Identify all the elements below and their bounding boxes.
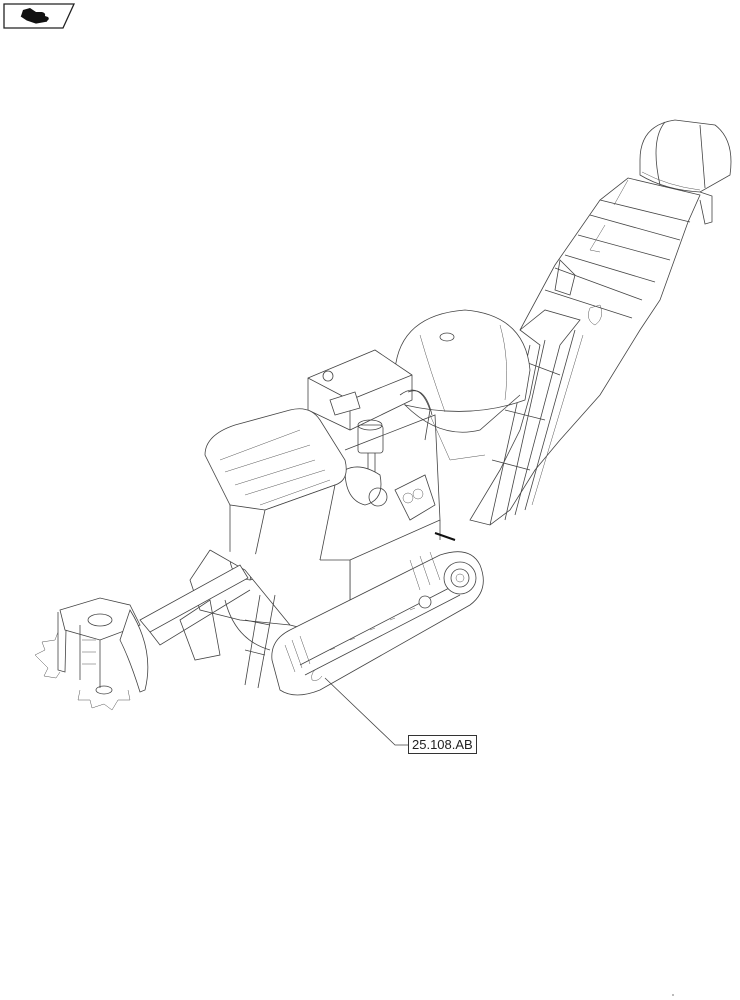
nav-back-button[interactable] bbox=[3, 3, 75, 29]
track-undercarriage bbox=[271, 551, 484, 696]
callout-leader-line bbox=[324, 677, 408, 746]
page-marker-dot bbox=[672, 994, 674, 996]
hand-pointing-icon bbox=[20, 8, 49, 24]
callout-label-25-108-ab[interactable]: 25.108.AB bbox=[408, 735, 477, 754]
elevator-hood bbox=[639, 119, 732, 225]
extractor-dome bbox=[394, 309, 531, 461]
engine-compartment bbox=[307, 349, 456, 640]
elevator-boom bbox=[469, 177, 701, 526]
crop-divider bbox=[34, 564, 251, 711]
cab-hood bbox=[204, 408, 347, 581]
